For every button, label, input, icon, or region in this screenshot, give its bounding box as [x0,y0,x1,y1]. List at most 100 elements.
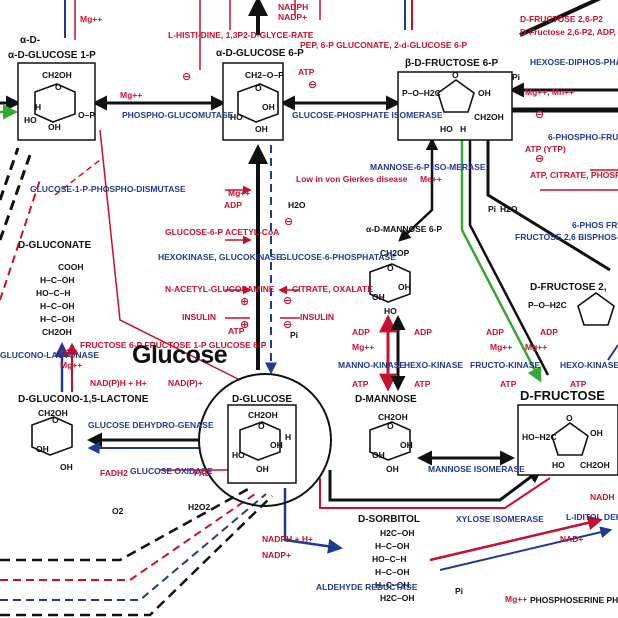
atom-label: O [55,82,62,92]
formula-ch2op2: CH2OP [380,248,410,258]
atom-label: CH2OH [580,460,610,470]
atom-label: OH [386,464,399,474]
formula-lact-ch2oh: CH2OH [38,408,68,418]
atom-label: O [52,415,59,425]
atom-label: HO [552,460,565,470]
enzyme-hexokinase3: HEXO-KINASE [560,360,618,370]
page-title: Glucose [132,341,228,369]
atom-label: OH [36,444,49,454]
atom-label: HO [384,306,397,316]
enzyme-pfk2: 6-PHOS FRUCTO 2-KINAS (Note 1 [572,220,618,230]
cofactor-atp-4: ATP [414,379,431,389]
arrow-iditol [429,515,603,562]
arrow-f6p-pfk [486,140,611,272]
enzyme-mannoseisomerase: MANNOSE ISOMERASE [428,464,525,474]
effector-insulin2: INSULIN [300,312,334,322]
atom-label: OH [398,282,411,292]
arrow-topright [519,0,602,37]
compound-boxes [17,62,618,507]
formula-sorbitol-h2coh: H2C–OH [380,593,414,603]
label-fructose6p: β-D-FRUCTOSE 6-P [405,58,498,69]
formulas: COOH H–C–OH HO–C–H H–C–OH H–C–OH CH2OH H… [36,70,567,603]
atom-label: HO [24,115,37,125]
formula-hcoh-2: H–C–OH [40,301,74,311]
cofactor-atp-2: ATP [228,326,245,336]
cofactor-nadplus: NAD+ [560,534,583,544]
enzyme-phosphoserine: PHOSPHOSERINE PHO [530,595,618,605]
atom-label: O [566,413,573,423]
effector-histidine: L-HISTI-DINE, 1,3P2-D-GLYCE-RATE [168,30,314,40]
cofactor-mg-7: Mg++ [490,342,512,352]
cofactor-nadp: NADP+ [278,12,307,22]
cofactor-h2o-3: H2O [60,347,78,357]
formula-ch2oh: CH2OH [42,327,72,337]
cofactor-atpytp: ATP (YTP) [525,144,566,154]
arrow-m6p-f6p [398,137,439,242]
inhibit-symbol-2: ⊖ [308,79,317,91]
cofactor-pi-2: Pi [512,72,520,82]
atom-label: OH [372,450,385,460]
enzyme-glucosedehydrogenase: GLUCOSE DEHYDRO-GENASE [88,420,214,430]
cofactor-nadph-2: NADPH + H+ [262,534,313,544]
label-glucose1p: α-D-GLUCOSE 1-P [8,50,96,61]
cofactor-atp-3: ATP [352,379,369,389]
ring-dfructose [551,422,589,456]
cofactor-adp-3: ADP [414,327,432,337]
formula-glc1p-ch2oh: CH2OH [42,70,72,80]
label-dfructose: D-FRUCTOSE [520,388,605,403]
formula-pch2: P–O–H2C [402,88,441,98]
cofactor-h2o-2: H2O [500,204,518,214]
label-gluconate: D-GLUCONATE [18,240,91,251]
formula-ch2op: CH2–O–P [245,70,284,80]
formula-sorbitol-hcoh2: H–C–OH [375,567,409,577]
cofactor-mg-4: Mg++ [505,594,527,604]
label-mannose6p: α-D-MANNOSE 6-P [366,224,442,234]
effector-citrate: CITRATE, OXALATE [292,284,373,294]
ring-fructose26 [577,292,615,326]
enzyme-g6pisomerase: GLUCOSE-PHOSPHATE ISOMERASE [292,110,443,120]
enzyme-iditol: L-IDITOL DEHYDROG [566,512,618,522]
formula-sorbitol-hoch: HO–C–H [372,554,406,564]
cofactor-adp-5: ADP [540,327,558,337]
inhibit-symbol-6: ⊖ [535,153,544,165]
cofactor-pi-3: Pi [488,204,496,214]
formula-cooh: COOH [58,262,84,272]
cofactor-labels: NADPH NADP+ Mg++ Mg++ ATP Mg++, Mn++ ATP… [60,2,615,604]
effector-nacetyl: N-ACETYL-GLUCOSAMINE [165,284,275,294]
atom-label: OH [256,464,269,474]
cofactor-pi-4: Pi [455,586,463,596]
activate-symbol-1: ⊕ [240,296,249,308]
cofactor-atp-1: ATP [298,67,315,77]
enzyme-hexosediphosphatase: HEXOSE-DIPHOS-PHATASE [530,57,618,67]
effector-insulin: INSULIN [182,312,216,322]
cofactor-h2o: H2O [288,200,306,210]
atom-label: HO [232,450,245,460]
formula-hcoh-3: H–C–OH [40,314,74,324]
cofactor-nadph-h: NAD(P)H + H+ [90,378,147,388]
enzyme-pfk: 6-PHOSPHO-FRUCTO-1-KINASE [548,132,618,142]
enzyme-hexokinase: HEXOKINASE, GLUCOKINASE [158,252,282,262]
compound-labels: α-D- α-D-GLUCOSE 1-P α-D-GLUCOSE 6-P β-D… [8,14,607,525]
box-dglucose [227,404,297,484]
enzyme-aldehydereductase: ALDEHYDE REDUCTASE [316,582,418,592]
cofactor-atp-6: ATP [570,379,587,389]
effector-pep: PEP, 6-P GLUCONATE, 2-d-GLUCOSE 6-P [300,40,468,50]
effector-f26: D-Fructose 2,6-P2, ADP, AMP, GLUCOSE-6-P [520,27,618,37]
cofactor-mgmn: Mg++, Mn++ [525,87,574,97]
enzyme-fructokinase: FRUCTO-KINASE [470,360,541,370]
cofactor-pi-1: Pi [290,330,298,340]
label-glucose6p: α-D-GLUCOSE 6-P [216,48,304,59]
atom-label: O [387,421,394,431]
formula-hcoh-1: H–C–OH [40,275,74,285]
atom-label: HO [440,124,453,134]
cofactor-nadp-3: NADP+ [262,550,291,560]
atom-label: O [258,421,265,431]
cofactor-adp-4: ADP [486,327,504,337]
enzyme-g6phosphatase: GLUCOSE-6-PHOSPHATASE [280,252,396,262]
enzyme-labels: PHOSPHO-GLUCOMUTASE GLUCOSE-PHOSPHATE IS… [0,57,618,605]
atom-label: OH [270,440,283,450]
regulatory-lines [74,0,618,471]
label-gluconolactone: D-GLUCONO-1,5-LACTONE [18,394,149,405]
effector-g6pacoa: GLUCOSE-6-P ACETYL-CoA [165,227,279,237]
